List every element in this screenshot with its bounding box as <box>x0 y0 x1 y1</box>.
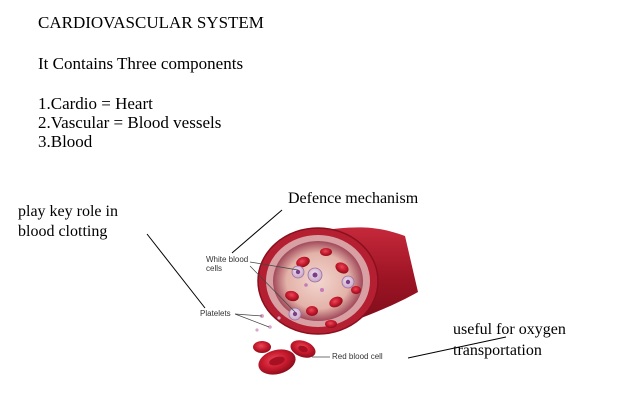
platelets-outside <box>255 314 281 332</box>
clotting-annotation-line2: blood clotting <box>18 223 108 240</box>
wbc-label-line1: White blood <box>206 255 249 264</box>
rbc-label: Red blood cell <box>332 352 383 361</box>
oxygen-annotation-line1: useful for oxygen <box>453 321 566 338</box>
components-list: 1.Cardio = Heart 2.Vascular = Blood vess… <box>38 94 221 151</box>
list-item: 2.Vascular = Blood vessels <box>38 113 222 132</box>
oxygen-annotation-line2: transportation <box>453 342 542 359</box>
pointer-lines <box>146 209 507 359</box>
clotting-annotation-line1: play key role in <box>18 203 118 220</box>
page-title: CARDIOVASCULAR SYSTEM <box>38 13 264 32</box>
list-item: 3.Blood <box>38 132 93 151</box>
list-item: 1.Cardio = Heart <box>38 94 153 113</box>
page-subtitle: It Contains Three components <box>38 54 244 73</box>
cells-in-lumen <box>285 248 361 328</box>
defence-annotation: Defence mechanism <box>288 190 419 207</box>
wbc-label-line2: cells <box>206 264 223 273</box>
platelets-label: Platelets <box>200 309 231 318</box>
red-blood-cells-outside <box>253 340 316 375</box>
figure-leader-lines <box>234 261 330 358</box>
